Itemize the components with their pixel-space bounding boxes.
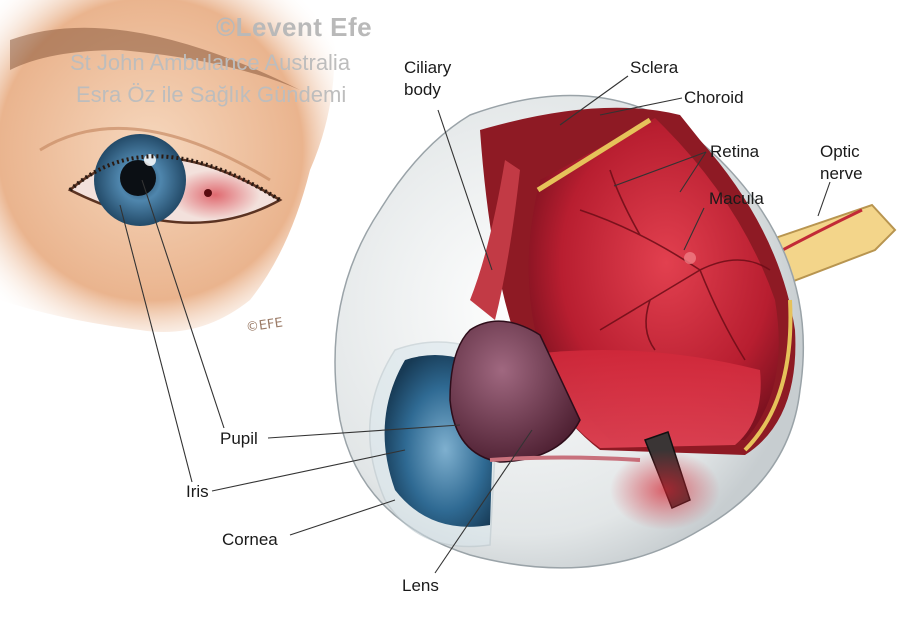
leader-pupil-face xyxy=(141,179,225,429)
leader-lines xyxy=(119,75,831,574)
external-pupil xyxy=(120,160,156,196)
label-macula: Macula xyxy=(709,189,764,208)
leader-cornea xyxy=(289,499,396,536)
external-eye-view xyxy=(0,0,335,332)
leader-pupil-front xyxy=(267,424,461,439)
label-sclera: Sclera xyxy=(630,58,679,77)
leader-optic xyxy=(817,181,831,217)
leader-ciliary xyxy=(437,109,493,271)
watermark-show: Esra Öz ile Sağlık Gündemi xyxy=(76,82,347,107)
leader-iris-front xyxy=(211,449,406,492)
leader-iris-face xyxy=(119,204,193,483)
watermark-source: St John Ambulance Australia xyxy=(70,50,351,75)
leader-lens xyxy=(434,429,533,574)
label-choroid: Choroid xyxy=(684,88,744,107)
watermark-copyright: ©Levent Efe xyxy=(216,12,373,42)
label-lens: Lens xyxy=(402,576,439,595)
leader-choroid xyxy=(599,97,683,116)
eyeball-cross-section xyxy=(334,94,897,569)
leader-macula xyxy=(683,207,705,251)
eyebrow xyxy=(10,27,300,90)
upper-eyelid-crease xyxy=(39,126,271,182)
label-ciliary-line2: body xyxy=(404,80,441,99)
label-iris: Iris xyxy=(186,482,209,501)
label-pupil: Pupil xyxy=(220,429,258,448)
leader-sclera xyxy=(559,75,629,126)
iris-cut-edge xyxy=(489,455,641,462)
retinal-vessels xyxy=(579,169,771,361)
leader-retina-b xyxy=(679,151,707,193)
choroid-yellow-rim xyxy=(743,299,793,452)
haemorrhage xyxy=(610,450,720,530)
label-optic-line1: Optic xyxy=(820,142,860,161)
label-optic-line2: nerve xyxy=(820,164,863,183)
leader-retina-a xyxy=(613,151,707,187)
eye-highlight xyxy=(144,154,156,166)
vitreous-surface xyxy=(525,350,761,448)
label-cornea: Cornea xyxy=(222,530,278,549)
label-retina: Retina xyxy=(710,142,760,161)
macula-spot xyxy=(684,252,696,264)
retina-yellow-edge xyxy=(536,117,652,193)
bloodshot-area xyxy=(170,170,260,220)
lens-shape xyxy=(449,320,581,463)
ciliary-body-tissue xyxy=(470,160,520,320)
eyelashes xyxy=(68,154,282,202)
label-ciliary-line1: Ciliary xyxy=(404,58,452,77)
foreign-body-speck xyxy=(204,189,212,197)
